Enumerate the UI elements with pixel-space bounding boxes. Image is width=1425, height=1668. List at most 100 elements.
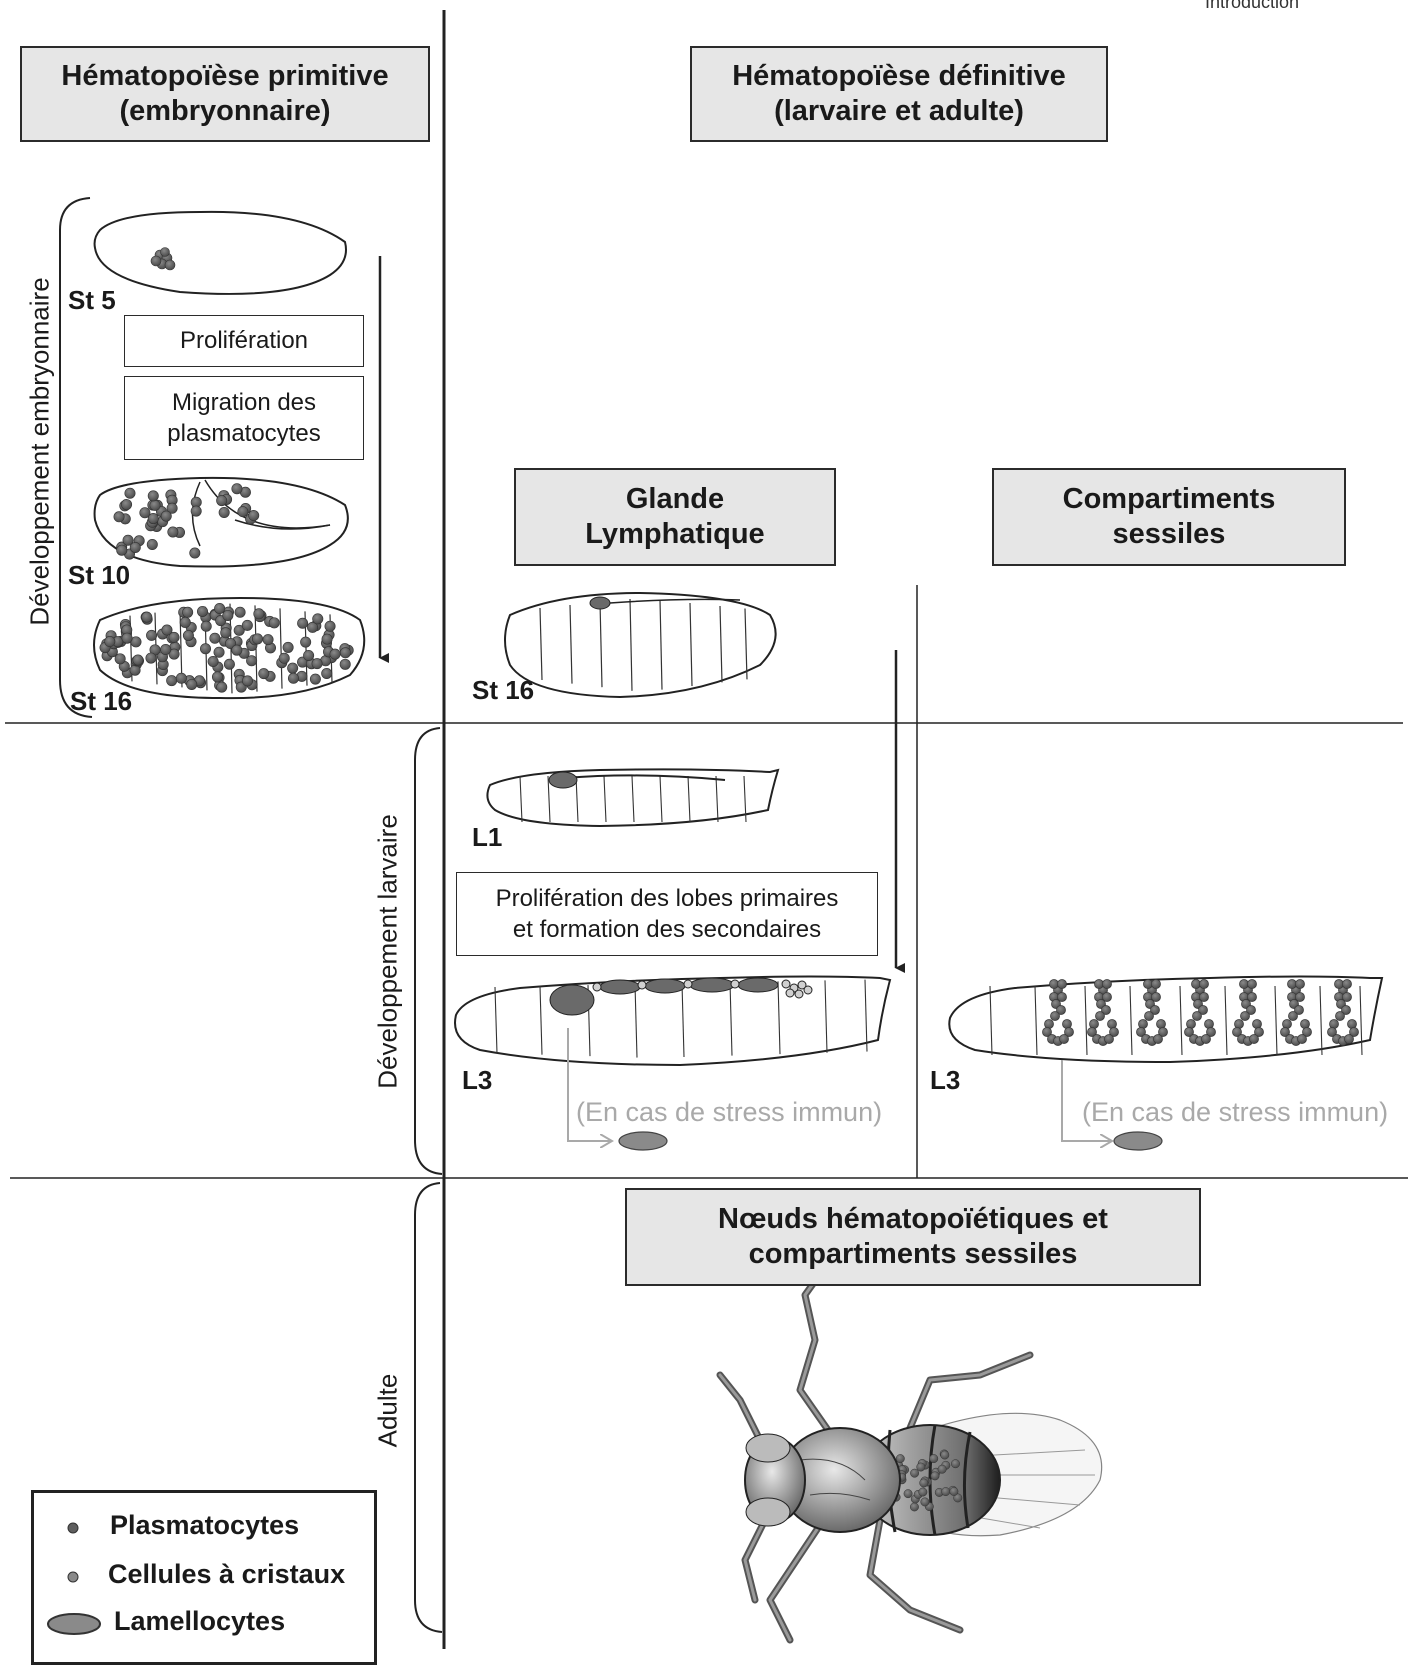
box-migration-line1: Migration des xyxy=(171,388,317,416)
plasmatocyte xyxy=(139,507,151,519)
plasmatocyte xyxy=(209,632,221,644)
sessile-cell xyxy=(937,1464,947,1474)
segment-line xyxy=(603,775,607,823)
stress-text-sessile: (En cas de stress immun) xyxy=(1082,1097,1389,1127)
sessile-cell xyxy=(919,1478,929,1488)
plasmatocyte xyxy=(237,506,249,518)
sessile-cell xyxy=(1158,1027,1168,1037)
sessile-cell xyxy=(1252,1019,1262,1029)
segment-line xyxy=(1034,985,1038,1056)
sessile-cell xyxy=(1042,1027,1052,1037)
sessile-cell xyxy=(1335,1011,1345,1021)
segment-line xyxy=(1129,985,1133,1056)
plasmatocyte xyxy=(252,633,264,645)
plasmatocyte xyxy=(223,658,235,670)
sessile-cell xyxy=(1186,1019,1196,1029)
sessile-cell xyxy=(1102,979,1112,989)
sessile-cell xyxy=(1342,979,1352,989)
sessile-cell xyxy=(1153,1034,1163,1044)
sessile-cell xyxy=(1282,1019,1292,1029)
plasmatocyte xyxy=(122,534,134,546)
segment-line xyxy=(681,983,685,1058)
plasmatocyte xyxy=(321,668,333,680)
segment-line xyxy=(743,775,747,823)
legend-crystal-marker xyxy=(67,1571,79,1583)
plasmatocyte xyxy=(339,658,351,670)
plasmatocyte xyxy=(246,655,258,667)
box-migration-line2: plasmatocytes xyxy=(167,420,321,447)
sessile-cell xyxy=(1144,1011,1154,1021)
sessile-cell xyxy=(1329,1019,1339,1029)
plasmatocyte xyxy=(329,648,341,660)
plasmatocyte xyxy=(241,619,253,631)
sessile-cell xyxy=(1064,1027,1074,1037)
stage-l1: L1 xyxy=(472,822,503,852)
segment-line xyxy=(1179,985,1183,1056)
segment-line xyxy=(569,604,573,684)
plasmatocyte xyxy=(114,653,126,665)
plasmatocyte xyxy=(214,602,226,614)
plasmatocyte xyxy=(307,621,319,633)
plasmatocyte xyxy=(190,505,202,517)
larva-l3-sessile xyxy=(948,975,1384,1064)
sessile-cell xyxy=(1050,1011,1060,1021)
sessile-cell xyxy=(903,1489,913,1499)
plasmatocyte xyxy=(168,648,180,660)
sessile-cell xyxy=(1102,992,1112,1002)
plasmatocyte xyxy=(113,511,125,523)
header-primitive-line1: Hématopoïèse primitive xyxy=(61,60,389,93)
legend-markers xyxy=(47,1522,101,1635)
header-primitive: Hématopoïèse primitive (embryonnaire) xyxy=(20,46,430,142)
plasmatocyte xyxy=(186,678,198,690)
plasmatocyte xyxy=(145,652,157,664)
plasmatocyte xyxy=(175,672,187,684)
lymph-gland-l1 xyxy=(548,771,578,789)
sessile-cell xyxy=(1057,992,1067,1002)
plasmatocyte xyxy=(211,671,223,683)
header-definitive: Hématopoïèse définitive (larvaire et adu… xyxy=(690,46,1108,142)
sessile-cell xyxy=(1297,1034,1307,1044)
header-sessile-line1: Compartiments xyxy=(1062,483,1276,516)
plasmatocyte xyxy=(253,608,265,620)
plasmatocyte xyxy=(166,675,178,687)
plasmatocyte xyxy=(182,606,194,618)
plasmatocyte xyxy=(129,541,141,553)
header-adult-nodes: Nœuds hématopoïétiques et compartiments … xyxy=(625,1188,1201,1286)
plasmatocyte xyxy=(160,644,172,656)
plasmatocyte xyxy=(200,620,212,632)
plasmatocyte xyxy=(324,620,336,632)
plasmatocyte xyxy=(147,513,159,525)
plasmatocyte xyxy=(287,672,299,684)
segment-line xyxy=(659,775,663,823)
plasmatocyte xyxy=(233,624,245,636)
plasmatocyte xyxy=(321,633,333,645)
sessile-cell xyxy=(953,1493,963,1503)
sessile-cell xyxy=(1247,992,1257,1002)
lamellocyte-sessile xyxy=(1113,1131,1163,1151)
sessile-cell xyxy=(930,1471,940,1481)
sessile-cell xyxy=(895,1454,905,1464)
sessile-cell xyxy=(1062,1019,1072,1029)
legend-plasmatocytes: Plasmatocytes xyxy=(110,1510,300,1540)
sessile-cell xyxy=(1056,1005,1066,1015)
legend-lamellocytes: Lamellocytes xyxy=(114,1606,286,1636)
segment-line xyxy=(631,775,635,823)
sessile-cell xyxy=(1247,979,1257,989)
legend-plasmatocyte-marker xyxy=(67,1522,79,1534)
plasmatocyte xyxy=(146,538,158,550)
plasmatocyte xyxy=(213,646,225,658)
sessile-cell xyxy=(1095,1011,1105,1021)
plasmatocyte xyxy=(231,483,243,495)
plasmatocyte xyxy=(116,544,128,556)
segment-line xyxy=(539,986,543,1055)
sessile-cell xyxy=(1089,1019,1099,1029)
lymph-gland-st16 xyxy=(589,596,611,610)
segment-line xyxy=(634,984,638,1058)
sessile-cell xyxy=(1232,1027,1242,1037)
sessile-cell xyxy=(1204,1019,1214,1029)
sessile-cell xyxy=(1327,1027,1337,1037)
plasmatocyte xyxy=(218,507,230,519)
plasmatocyte xyxy=(222,609,234,621)
plasmatocyte xyxy=(248,510,260,522)
stage-st16-lymph: St 16 xyxy=(472,675,535,705)
